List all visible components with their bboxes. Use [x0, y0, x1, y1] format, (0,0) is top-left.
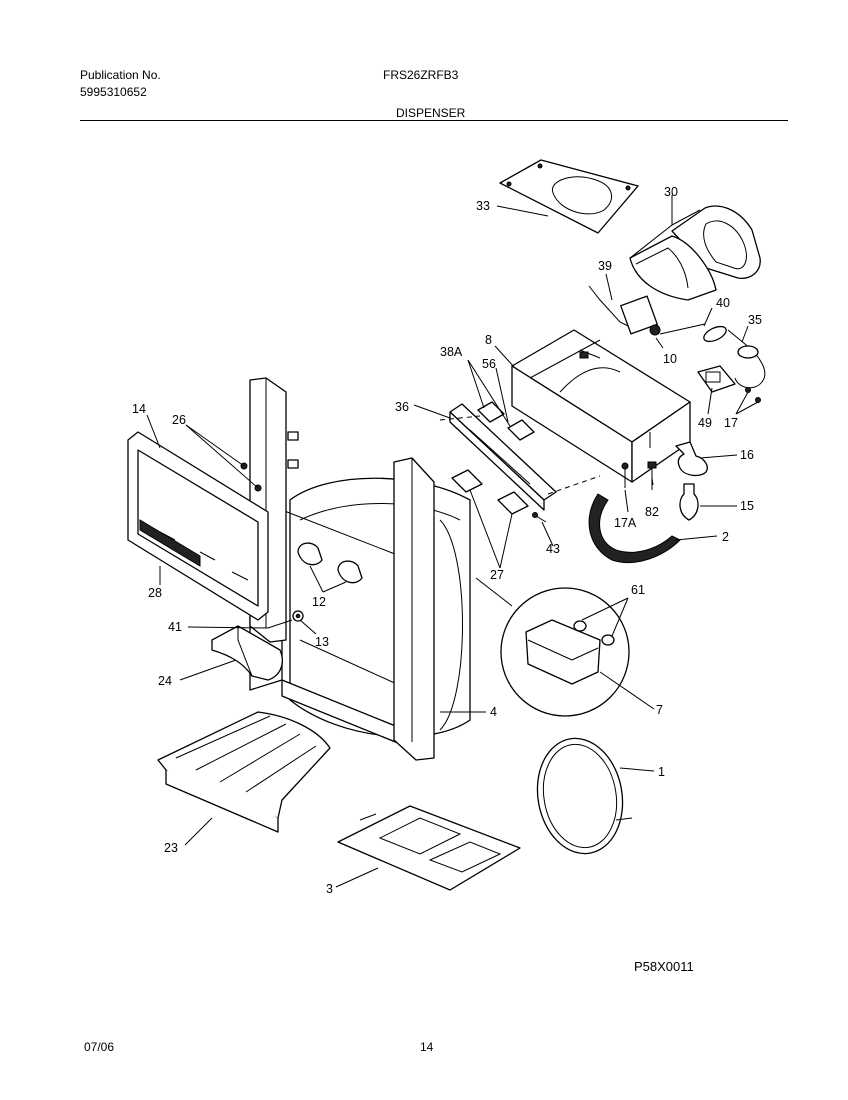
label-30: 30	[664, 185, 678, 199]
label-4: 4	[490, 705, 497, 719]
part-30-chute-housing	[629, 205, 761, 301]
label-13: 13	[315, 635, 329, 649]
part-23-drip-tray	[157, 711, 331, 833]
part-24-lever	[211, 625, 283, 681]
label-12: 12	[312, 595, 326, 609]
label-56: 56	[482, 357, 496, 371]
label-10: 10	[663, 352, 677, 366]
part-1-tubing	[536, 737, 633, 855]
part-17a-screw	[621, 462, 629, 488]
label-1: 1	[658, 765, 665, 779]
label-23: 23	[164, 841, 178, 855]
label-8: 8	[485, 333, 492, 347]
part-4-front-post	[393, 457, 435, 761]
label-17a: 17A	[614, 516, 637, 530]
label-40: 40	[716, 296, 730, 310]
part-39-actuator-rod	[588, 285, 661, 336]
label-7: 7	[656, 703, 663, 717]
label-27: 27	[490, 568, 504, 582]
label-38a: 38A	[440, 345, 463, 359]
part-3-heater	[337, 805, 521, 891]
part-8-housing	[511, 329, 691, 483]
part-49-bracket	[697, 365, 761, 403]
label-82: 82	[645, 505, 659, 519]
part-40-35-harness	[659, 323, 766, 389]
label-14: 14	[132, 402, 146, 416]
part-13-washer	[292, 610, 304, 622]
label-28: 28	[148, 586, 162, 600]
label-24: 24	[158, 674, 172, 688]
part-14-front-panel	[127, 431, 269, 621]
label-36: 36	[395, 400, 409, 414]
part-38a-switch	[477, 401, 535, 441]
label-26: 26	[172, 413, 186, 427]
label-61: 61	[631, 583, 645, 597]
label-16: 16	[740, 448, 754, 462]
part-27-clips	[451, 469, 529, 515]
header-rule	[80, 120, 788, 121]
part-82-screw	[647, 461, 657, 490]
section-title: DISPENSER	[396, 106, 466, 120]
label-15: 15	[740, 499, 754, 513]
label-2: 2	[722, 530, 729, 544]
footer-date: 07/06	[84, 1040, 115, 1054]
part-15-bulb	[679, 483, 699, 521]
leader-lines	[146, 195, 759, 888]
footer-page-number: 14	[420, 1040, 434, 1054]
figure-code: P58X0011	[634, 959, 694, 974]
label-39: 39	[598, 259, 612, 273]
label-33: 33	[476, 199, 490, 213]
part-43-screw	[532, 512, 547, 523]
part-41-screw	[267, 619, 293, 629]
detail-circle-switch	[475, 577, 630, 717]
assembly-lines	[439, 415, 601, 495]
model-number: FRS26ZRFB3	[383, 68, 459, 82]
label-43: 43	[546, 542, 560, 556]
part-12-clips	[297, 542, 363, 584]
label-49: 49	[698, 416, 712, 430]
publication-label: Publication No.	[80, 68, 161, 82]
part-33-top-plate	[499, 159, 639, 234]
label-41: 41	[168, 620, 182, 634]
publication-number: 5995310652	[80, 85, 147, 99]
label-35: 35	[748, 313, 762, 327]
label-17: 17	[724, 416, 738, 430]
label-3: 3	[326, 882, 333, 896]
part-16-valve	[675, 441, 708, 477]
